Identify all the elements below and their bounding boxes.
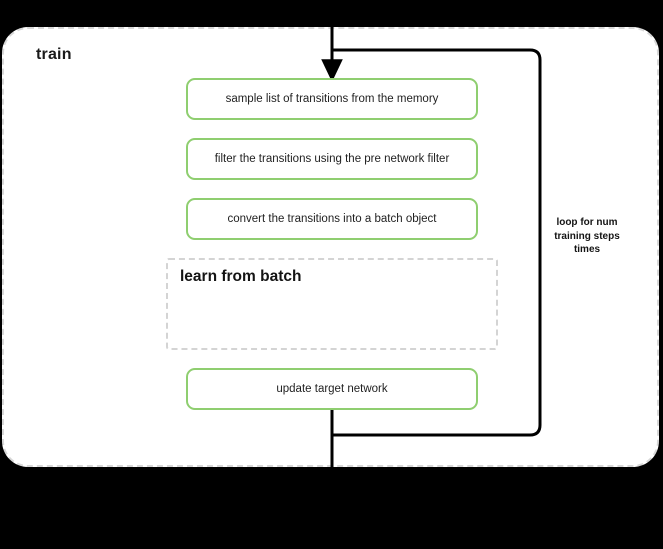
loop-label-line-1: loop for num [556, 217, 618, 228]
step-sample-transitions[interactable]: sample list of transitions from the memo… [186, 78, 478, 120]
step-convert-to-batch[interactable]: convert the transitions into a batch obj… [186, 198, 478, 240]
loop-label-line-3: times [573, 244, 601, 255]
block-title: train [36, 46, 72, 63]
learn-from-batch-title: learn from batch [180, 268, 302, 285]
step-label: update target network [276, 382, 388, 395]
step-label: filter the transitions using the pre net… [214, 152, 450, 165]
step-label: convert the transitions into a batch obj… [227, 212, 437, 225]
loop-label-line-2: training steps [554, 230, 620, 242]
step-label: sample list of transitions from the memo… [225, 92, 439, 105]
loop-annotation: loop for num training steps times [546, 216, 628, 257]
step-update-target-network[interactable]: update target network [186, 368, 478, 410]
learn-from-batch-block[interactable] [166, 258, 498, 350]
step-filter-transitions[interactable]: filter the transitions using the pre net… [186, 138, 478, 180]
